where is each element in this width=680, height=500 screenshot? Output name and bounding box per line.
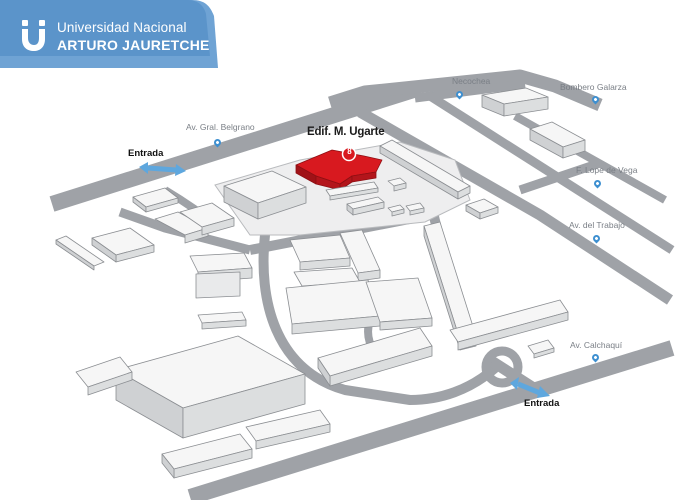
- road-west-loop: [118, 207, 252, 255]
- building-central-complex: [285, 229, 433, 335]
- street-name-calchaqui: Av. Calchaquí: [570, 340, 623, 350]
- building-south-1: [245, 409, 331, 450]
- building-parking-2: [387, 202, 425, 217]
- building-strip-east: [379, 139, 471, 200]
- street-label-lope: F. Lope de Vega: [576, 165, 637, 175]
- buildings: [55, 87, 586, 479]
- unaj-logo-icon: [22, 20, 45, 51]
- badge-circle: [341, 146, 357, 162]
- building-west-2: [154, 202, 235, 244]
- logo-line-2: ARTURO JAURETCHE: [57, 37, 210, 53]
- building-behind-highlight: [325, 181, 379, 201]
- street-name-bombero: Bombero Galarza: [560, 82, 627, 92]
- street-name-trabajo: Av. del Trabajo: [569, 220, 625, 230]
- entrance-label-south: Entrada: [524, 398, 560, 409]
- building-southwest-large: [75, 335, 306, 439]
- building-north-1: [481, 87, 549, 117]
- logo-banner: [0, 0, 218, 68]
- entrance-arrow-south: [510, 377, 550, 398]
- road-belgrano: [49, 80, 423, 212]
- street-name-lope: F. Lope de Vega: [576, 165, 638, 175]
- highlight-building-title: Edif. M. Ugarte: [307, 126, 385, 138]
- logo-line-1: Universidad Nacional: [57, 20, 187, 35]
- building-parking-1: [346, 196, 385, 216]
- building-central-west: [189, 252, 253, 299]
- street-label-bombero: Bombero Galarza: [560, 82, 627, 92]
- building-south-3: [527, 339, 555, 359]
- street-label-trabajo: Av. del Trabajo: [569, 220, 625, 230]
- road-necochea-loop: [328, 69, 603, 111]
- entrance-label-north: Entrada: [128, 148, 164, 159]
- street-label-calchaqui: Av. Calchaquí: [570, 340, 622, 350]
- entrance-arrow-north: [139, 162, 186, 176]
- street-label-necochea: Necochea: [452, 76, 490, 86]
- road-calchaqui: [187, 340, 675, 500]
- highlight-building-badge: 8: [347, 147, 352, 156]
- building-central-west-2: [197, 311, 247, 330]
- building-north-2: [529, 121, 586, 159]
- building-west-4: [55, 235, 105, 271]
- building-south-mid: [317, 327, 433, 387]
- building-west-3: [91, 227, 155, 263]
- building-small-a: [465, 198, 499, 220]
- street-label-belgrano: Av. Gral. Belgrano: [186, 122, 255, 132]
- street-name-belgrano: Av. Gral. Belgrano: [186, 122, 255, 132]
- building-m-ugarte-highlight: [295, 149, 383, 191]
- building-gym: [223, 170, 307, 220]
- building-south-2: [161, 433, 253, 479]
- road-inner-diagonal: [357, 107, 674, 305]
- roads: [49, 69, 675, 500]
- road-north-east: [427, 92, 675, 254]
- building-east-wing: [449, 299, 569, 351]
- building-west-1: [132, 187, 179, 213]
- street-name-necochea: Necochea: [452, 76, 491, 86]
- roundabout: [481, 346, 523, 388]
- university-logo: Universidad Nacional ARTURO JAURETCHE: [0, 0, 218, 68]
- building-parking-3: [387, 177, 407, 192]
